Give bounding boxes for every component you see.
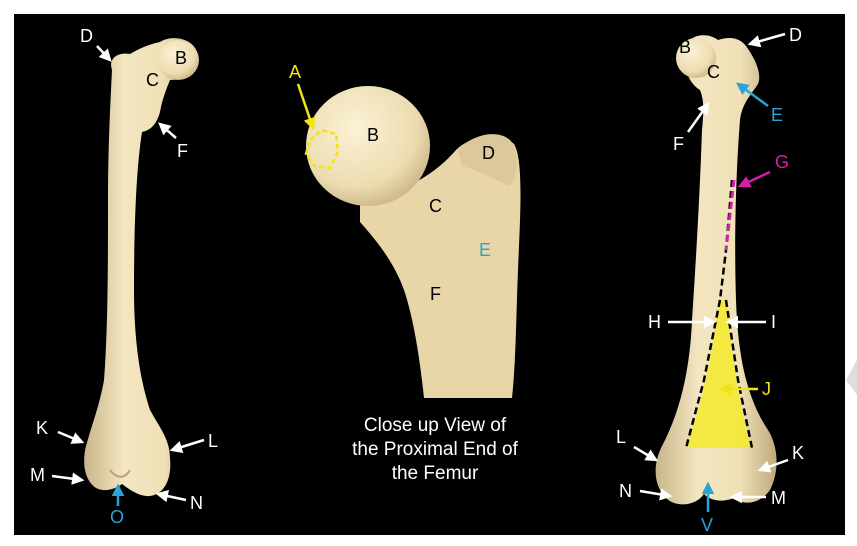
right-arrow-d [747,32,786,48]
right-label-m: M [771,488,786,508]
right-g-dashes [724,179,736,251]
center-labels: A B C D E F [289,62,495,304]
center-label-a: A [289,62,301,82]
figure-caption: Close up View of the Proximal End of the… [335,414,535,486]
caption-line-1: Close up View of [363,415,507,436]
right-femur [655,35,777,505]
right-label-d: D [789,25,802,45]
caption-line-3: the Femur [391,463,479,484]
left-arrow-f [158,122,177,139]
left-arrow-n [155,489,187,503]
center-label-d: D [482,143,495,163]
center-greater-trochanter [458,134,517,186]
center-label-b: B [367,125,379,145]
left-label-k: K [36,418,48,438]
center-fovea-outline [304,128,340,170]
right-label-h: H [648,312,661,332]
left-arrow-l [169,438,205,453]
right-label-j: J [762,379,771,399]
right-femoral-head [676,38,716,78]
right-arrow-g [737,170,771,188]
caption-line-2: the Proximal End of [352,439,518,460]
right-arrow-e [735,82,769,108]
left-label-m: M [30,465,45,485]
center-neck-shaft [360,136,521,398]
right-femur-bone [655,35,777,505]
left-labels: D B C F K L M N O [30,26,218,527]
right-label-e: E [771,105,783,125]
right-label-i: I [771,312,776,332]
right-label-l: L [616,427,626,447]
left-label-d: D [80,26,93,46]
right-label-c: C [707,62,720,82]
center-arrow-a [296,83,316,131]
right-arrow-f [686,101,710,133]
center-label-f: F [430,284,441,304]
left-arrow-m [51,472,85,485]
left-femoral-head [157,40,199,80]
right-arrow-l [633,445,659,462]
right-labels: B C D E F G H I J L K N M V [616,25,804,535]
left-label-f: F [177,141,188,161]
left-femur [84,38,199,497]
center-femoral-head [306,86,430,206]
left-label-c: C [146,70,159,90]
center-label-c: C [429,196,442,216]
watermark-arc [846,360,857,395]
right-arrow-k [757,458,789,473]
left-label-b: B [175,48,187,68]
left-label-o: O [110,507,124,527]
left-condyle-groove [109,469,131,478]
right-label-k: K [792,443,804,463]
center-closeup [304,86,521,398]
left-arrow-k [57,430,85,444]
left-femur-bone [84,38,199,497]
left-label-l: L [208,431,218,451]
right-label-n: N [619,481,632,501]
right-label-v: V [701,515,713,535]
right-linea-aspera-region [686,300,752,448]
left-arrow-d [96,45,112,62]
right-label-g: G [775,152,789,172]
left-label-n: N [190,493,203,513]
center-label-e: E [479,240,491,260]
right-label-f: F [673,134,684,154]
right-label-b: B [679,37,691,57]
right-arrow-n [639,488,673,501]
